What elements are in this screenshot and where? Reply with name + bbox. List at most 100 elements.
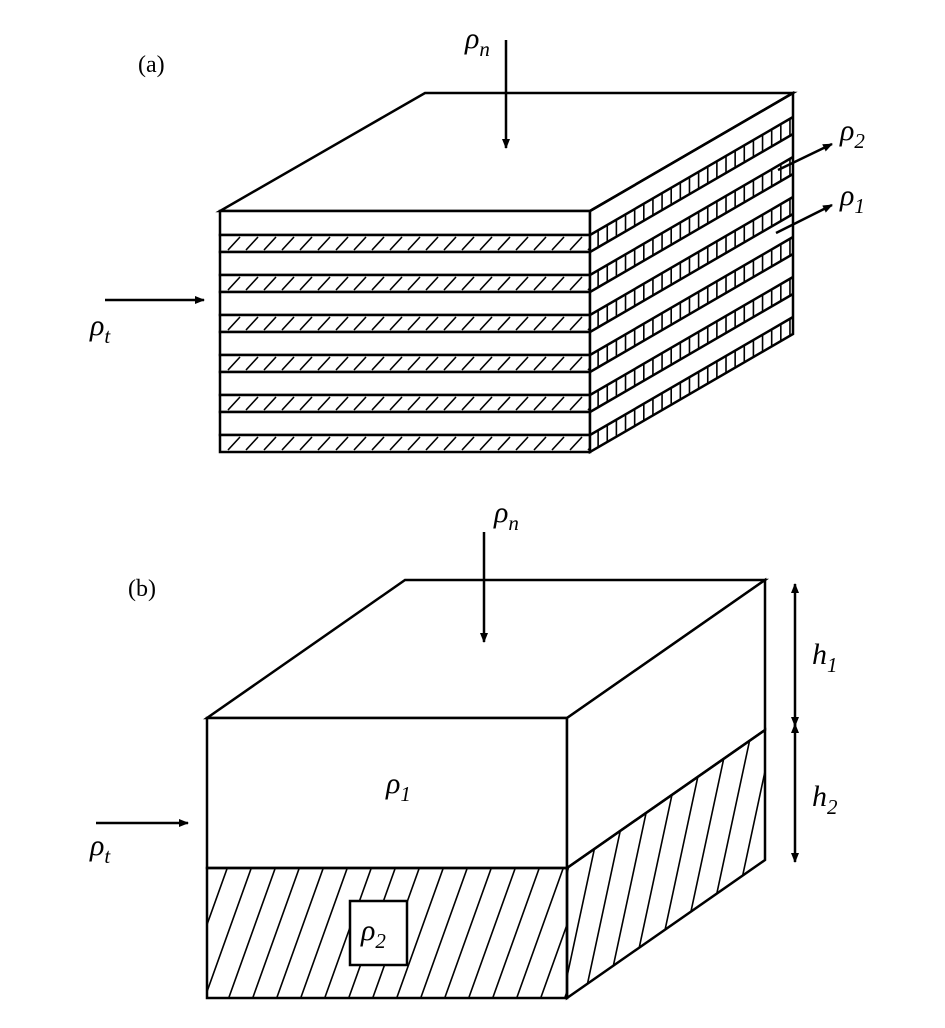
panel-a-hatch-stroke <box>533 276 547 291</box>
panel-a-hatch-stroke <box>407 356 421 371</box>
panel-a-hatch-stroke <box>281 316 295 331</box>
panel-a-hatch-stroke <box>227 436 241 451</box>
panel-a-side-edge <box>589 115 794 237</box>
panel-a-hatch-stroke <box>533 396 547 411</box>
panel-a-hatch-stroke <box>335 396 349 411</box>
panel-a-hatch-stroke <box>425 276 439 291</box>
panel-a-hatch-stroke <box>245 316 259 331</box>
panel-a-hatch-stroke <box>479 356 493 371</box>
panel-a-hatch-stroke <box>317 356 331 371</box>
panel-a-hatch-stroke <box>443 276 457 291</box>
panel-a-side-edge <box>589 195 794 317</box>
panel-a-hatch-stroke <box>533 436 547 451</box>
panel-a-hatch-stroke <box>317 396 331 411</box>
panel-a-hatch-stroke <box>497 316 511 331</box>
panel-a-side-edge <box>589 315 794 437</box>
panel-a-hatch-stroke <box>479 436 493 451</box>
panel-a-hatch-stroke <box>551 316 565 331</box>
panel-a-hatch-stroke <box>299 436 313 451</box>
panel-b-hatch-stroke-front <box>467 868 517 998</box>
panel-b-rho-n-label: ρn <box>493 496 519 535</box>
panel-a-hatch-stroke <box>461 436 475 451</box>
panel-b-rho-2-label: ρ2 <box>360 914 386 953</box>
panel-b-hatch-stroke-front <box>207 868 253 994</box>
panel-a-hatch-stroke <box>227 396 241 411</box>
panel-a-hatch-stroke <box>551 436 565 451</box>
panel-a-hatch-stroke <box>389 436 403 451</box>
panel-b-hatch-stroke-front <box>539 922 567 998</box>
panel-a-hatch-stroke <box>425 436 439 451</box>
panel-a-hatch-stroke <box>551 396 565 411</box>
panel-a-hatch-stroke <box>551 276 565 291</box>
panel-a-hatch-stroke <box>353 276 367 291</box>
panel-b-hatch-stroke-front <box>588 866 636 1000</box>
panel-a-plain-layer <box>218 330 592 357</box>
panel-a-hatch-stroke <box>461 236 475 251</box>
panel-a-hatch-stroke <box>479 396 493 411</box>
panel-a-hatch-stroke <box>245 436 259 451</box>
panel-a-hatch-stroke <box>461 396 475 411</box>
panel-b-rho-t-label: ρt <box>89 829 111 868</box>
panel-a-hatch-stroke <box>479 236 493 251</box>
panel-a-plain-layer <box>218 410 592 437</box>
panel-a-hatch-stroke <box>569 396 583 411</box>
panel-a-side-face <box>588 90 795 455</box>
panel-a-side-edge <box>589 91 794 213</box>
panel-b-h1-label: h1 <box>812 638 838 677</box>
panel-a-hatch-stroke <box>353 436 367 451</box>
panel-a-hatch-stroke <box>263 396 277 411</box>
panel-b-hatch-stroke-front <box>323 868 373 998</box>
panel-a-hatch-stroke <box>407 316 421 331</box>
panel-a-hatch-stroke <box>227 316 241 331</box>
panel-a-hatch-stroke <box>335 316 349 331</box>
panel-b-hatch-stroke-front <box>395 868 445 998</box>
panel-b-hatch-stroke-front <box>419 868 469 998</box>
panel-b: (b) ρn ρt ρ1 ρ2 h1 h2 <box>89 496 842 1001</box>
panel-b-hatch-stroke-side <box>737 730 765 998</box>
panel-b-hatch-stroke-side <box>759 730 765 998</box>
panel-a-hatch-stroke <box>299 276 313 291</box>
panel-b-hatch-stroke-front <box>515 868 565 998</box>
panel-a-hatch-stroke <box>569 356 583 371</box>
panel-a-hatch-stroke <box>443 236 457 251</box>
panel-a-hatch-stroke <box>281 436 295 451</box>
panel-a-hatch-stroke <box>263 236 277 251</box>
panel-a-hatch-stroke <box>533 236 547 251</box>
panel-a-rho-1-arrow <box>775 203 833 235</box>
panel-a-plain-layer <box>218 209 592 237</box>
panel-a-hatch-stroke <box>569 276 583 291</box>
panel-a-hatch-stroke <box>515 276 529 291</box>
panel-a-hatch-stroke <box>389 236 403 251</box>
panel-a-hatch-stroke <box>353 356 367 371</box>
panel-a-rho-1-label: ρ1 <box>839 179 865 218</box>
panel-b-hatch-stroke-front <box>251 868 301 998</box>
panel-a-hatch-stroke <box>407 396 421 411</box>
panel-a-hatch-stroke <box>389 396 403 411</box>
panel-a-hatch-stroke <box>569 316 583 331</box>
panel-a-hatch-stroke <box>245 396 259 411</box>
panel-b-hatch-stroke-side <box>782 720 842 1000</box>
panel-a-hatch-stroke <box>371 276 385 291</box>
panel-a-hatch-stroke <box>389 356 403 371</box>
panel-a-hatch-stroke <box>371 436 385 451</box>
panel-a-hatch-stroke <box>515 356 529 371</box>
panel-a-hatch-stroke <box>245 236 259 251</box>
panel-a-hatch-stroke <box>389 276 403 291</box>
panel-a-hatch-stroke <box>317 276 331 291</box>
panel-a-hatch-stroke <box>263 356 277 371</box>
panel-a-side-edge <box>589 172 794 294</box>
panel-a-hatch-stroke <box>263 436 277 451</box>
panel-a-hatch-stroke <box>299 236 313 251</box>
panel-a-hatch-stroke <box>335 276 349 291</box>
panel-a-hatch-stroke <box>443 356 457 371</box>
panel-a-hatch-stroke <box>461 356 475 371</box>
panel-a-hatch-stroke <box>443 396 457 411</box>
panel-a-hatch-stroke <box>281 396 295 411</box>
panel-a-hatch-stroke <box>227 356 241 371</box>
panel-a-plain-layer <box>218 370 592 397</box>
panel-a-hatch-stroke <box>263 276 277 291</box>
panel-a-rho-2-arrow <box>777 142 833 172</box>
panel-a-hatch-stroke <box>479 276 493 291</box>
panel-a-hatch-stroke <box>461 316 475 331</box>
